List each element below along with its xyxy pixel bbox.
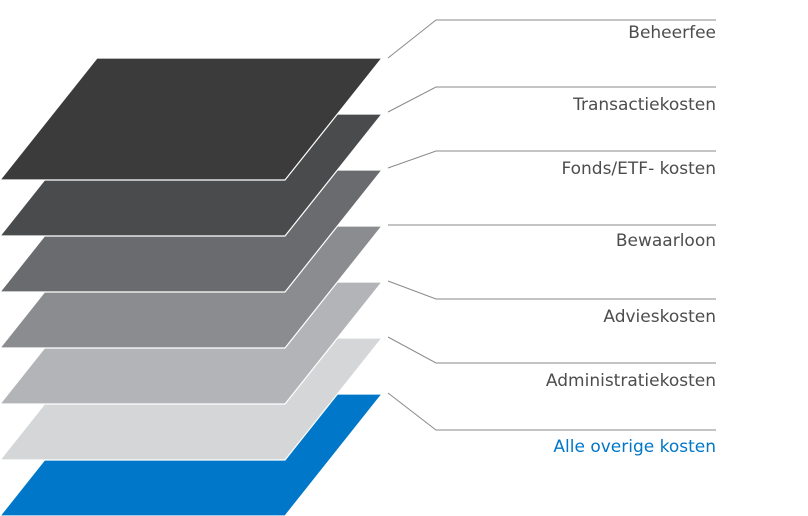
layer-label-7: Alle overige kosten [553,437,716,457]
leader-line-1 [387,19,716,59]
layer-label-2: Transactiekosten [572,95,716,115]
layer-1 [0,57,383,181]
layer-label-1: Beheerfee [628,23,716,43]
leader-line-3 [387,150,716,169]
layer-label-4: Bewaarloon [616,231,716,251]
layer-label-6: Administratiekosten [546,371,716,391]
leader-line-5 [387,280,716,300]
leader-line-2 [387,86,716,113]
layer-label-3: Fonds/ETF- kosten [561,159,716,179]
layer-label-5: Advieskosten [603,307,716,327]
layers-group [0,57,383,516]
leader-line-7 [387,392,716,431]
leader-lines-group [387,19,716,431]
leader-line-6 [387,336,716,364]
